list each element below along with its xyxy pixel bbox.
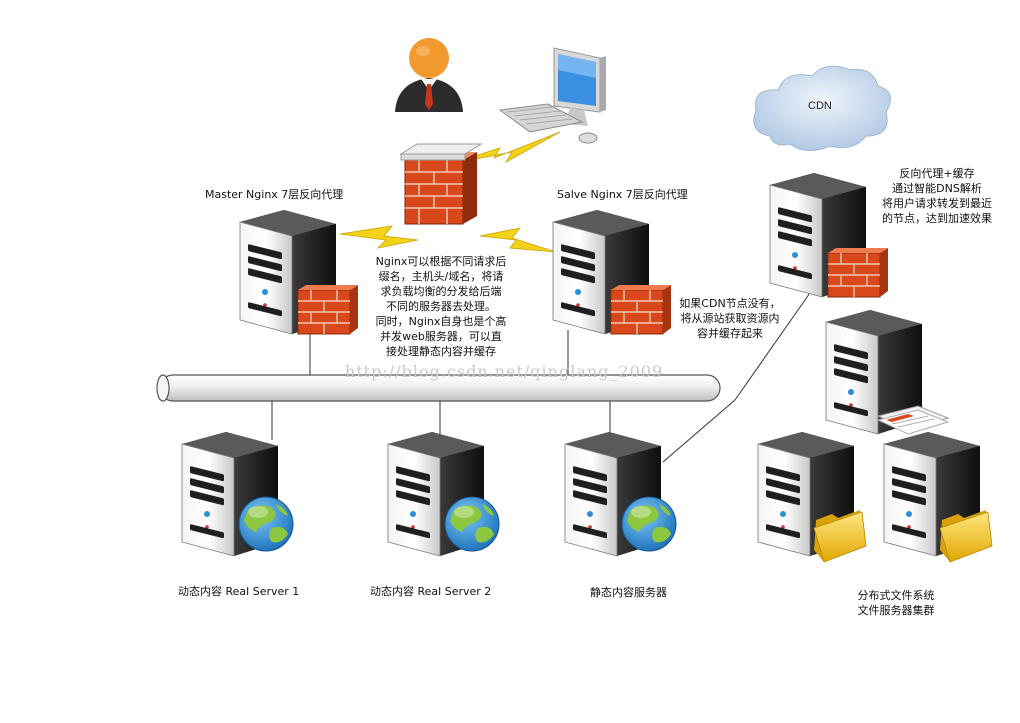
- drive-bay: [248, 244, 282, 260]
- drive-bay: [190, 466, 224, 482]
- network-bus: [156, 374, 721, 402]
- dfs-label: 分布式文件系统 文件服务器集群: [846, 588, 946, 618]
- drive-bay: [561, 244, 595, 260]
- cdn-proxy-line: 将用户请求转发到最近: [882, 197, 992, 210]
- computer-icon: [498, 47, 606, 144]
- cdn-proxy-note: 反向代理+缓存 通过智能DNS解析 将用户请求转发到最近 的节点，达到加速效果: [872, 166, 1002, 226]
- nginx-note-line: Nginx可以根据不同请求后: [375, 255, 507, 268]
- nginx-note: Nginx可以根据不同请求后 缀名，主机头/域名，将请 求负载均衡的分发给后端 …: [366, 254, 516, 359]
- dfs-label-line: 分布式文件系统: [857, 589, 935, 602]
- cdn-fallback-note: 如果CDN节点没有， 将从源站获取资源内 容并缓存起来: [672, 296, 788, 341]
- master-nginx-label: Master Nginx 7层反向代理: [205, 188, 344, 201]
- drive-bay: [561, 256, 595, 272]
- drive-bay: [190, 490, 224, 506]
- drive-bay: [573, 466, 607, 482]
- cdn-fallback-line: 容并缓存起来: [697, 327, 763, 340]
- globe-icon: [238, 496, 294, 552]
- drive-bay: [766, 466, 800, 482]
- cloud-icon: [753, 65, 891, 151]
- cdn-proxy-line: 通过智能DNS解析: [892, 182, 982, 195]
- watermark: http://blog.csdn.net/qinglang_2009: [345, 362, 664, 381]
- cdn-proxy-server: [769, 173, 889, 298]
- globe-icon: [444, 496, 500, 552]
- drive-bay: [892, 478, 926, 494]
- connection-lines: [271, 289, 813, 463]
- drive-bay: [248, 256, 282, 272]
- firewall-icon: [399, 143, 483, 225]
- drive-bay: [561, 268, 595, 284]
- static-content-server: [564, 432, 677, 557]
- drive-bay: [834, 368, 868, 384]
- real-server-2-label: 动态内容 Real Server 2: [370, 585, 492, 598]
- firewall-icon: [297, 284, 359, 335]
- drive-bay: [892, 466, 926, 482]
- drive-bay: [892, 490, 926, 506]
- real-server-1-label: 动态内容 Real Server 1: [178, 585, 300, 598]
- drive-bay: [396, 478, 430, 494]
- cdn-proxy-line: 的节点，达到加速效果: [882, 212, 992, 225]
- drive-bay: [778, 231, 812, 247]
- drive-bay: [834, 356, 868, 372]
- real-server-2: [387, 432, 500, 557]
- drive-bay: [834, 344, 868, 360]
- user-icon: [395, 38, 463, 112]
- document-icon: [876, 405, 950, 435]
- drive-bay: [190, 478, 224, 494]
- drive-bay: [778, 219, 812, 235]
- globe-icon: [621, 496, 677, 552]
- firewall-icon: [610, 284, 672, 335]
- drive-bay: [573, 490, 607, 506]
- folder-icon: [813, 510, 867, 563]
- nginx-note-line: 并发web服务器，可以直: [380, 330, 502, 343]
- file-server: [825, 310, 950, 435]
- dfs-label-line: 文件服务器集群: [857, 604, 935, 617]
- drive-bay: [396, 466, 430, 482]
- slave-nginx-server: [552, 210, 672, 335]
- slave-nginx-label: Salve Nginx 7层反向代理: [557, 188, 688, 201]
- nginx-note-line: 求负载均衡的分发给后端: [380, 285, 502, 298]
- drive-bay: [573, 478, 607, 494]
- cdn-proxy-line: 反向代理+缓存: [899, 167, 975, 180]
- firewall-icon: [827, 247, 889, 298]
- drive-bay: [766, 478, 800, 494]
- real-server-1: [181, 432, 294, 557]
- cdn-label: CDN: [808, 100, 832, 112]
- folder-icon: [939, 510, 993, 563]
- static-server-label: 静态内容服务器: [590, 586, 667, 599]
- nginx-note-line: 不同的服务器去处理。: [386, 300, 496, 313]
- cdn-fallback-line: 如果CDN节点没有，: [679, 297, 781, 310]
- nginx-note-line: 接处理静态内容并缓存: [386, 345, 496, 358]
- drive-bay: [248, 268, 282, 284]
- master-nginx-server: [239, 210, 359, 335]
- drive-bay: [766, 490, 800, 506]
- dfs-server-2: [883, 432, 993, 563]
- drive-bay: [778, 207, 812, 223]
- nginx-note-line: 同时，Nginx自身也是个高: [375, 315, 507, 328]
- cdn-fallback-line: 将从源站获取资源内: [680, 312, 780, 325]
- nginx-note-line: 缀名，主机头/域名，将请: [378, 270, 504, 283]
- drive-bay: [396, 490, 430, 506]
- dfs-server-1: [757, 432, 867, 563]
